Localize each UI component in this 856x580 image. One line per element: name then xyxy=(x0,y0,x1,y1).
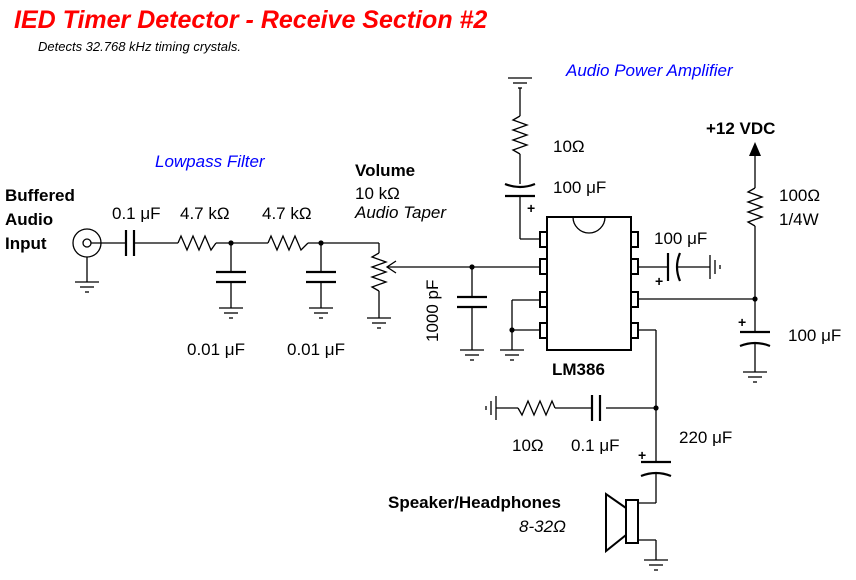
supply-label: +12 VDC xyxy=(706,119,775,138)
volume-potentiometer xyxy=(367,252,540,329)
filter-resistor-2-label: 4.7 kΩ xyxy=(262,204,312,223)
input-label-line3: Input xyxy=(5,234,47,253)
supply-resistor-label: 100Ω xyxy=(779,186,820,205)
filter-capacitor-2-label: 0.01 μF xyxy=(287,340,345,359)
output-capacitor-label: 220 μF xyxy=(679,428,732,447)
input-coupling-capacitor xyxy=(124,230,136,256)
volume-taper-label: Audio Taper xyxy=(354,203,447,222)
speaker-title-label: Speaker/Headphones xyxy=(388,493,561,512)
filter-resistor-2 xyxy=(267,234,309,252)
input-label-line2: Audio xyxy=(5,210,53,229)
filter-resistor-1-label: 4.7 kΩ xyxy=(180,204,230,223)
output-capacitor xyxy=(640,460,672,503)
pin7-bypass-capacitor xyxy=(638,252,721,282)
capacitor-1000pf-label: 1000 pF xyxy=(423,280,442,342)
volume-title-label: Volume xyxy=(355,161,415,180)
section-label-lowpass: Lowpass Filter xyxy=(155,152,266,171)
supply-network xyxy=(638,142,771,383)
filter-capacitor-1 xyxy=(216,243,246,319)
output-wiring xyxy=(485,329,659,462)
volume-value-label: 10 kΩ xyxy=(355,184,400,203)
ic-ground-wiring xyxy=(500,299,540,361)
supply-resistor-power-label: 1/4W xyxy=(779,210,819,229)
input-label-line1: Buffered xyxy=(5,186,75,205)
supply-capacitor-polarity: + xyxy=(738,314,746,330)
section-label-amplifier: Audio Power Amplifier xyxy=(565,61,734,80)
lm386-chip xyxy=(539,216,639,351)
filter-resistor-1 xyxy=(177,234,217,252)
bypass-capacitor-polarity: + xyxy=(655,273,663,289)
filter-capacitor-1-label: 0.01 μF xyxy=(187,340,245,359)
pin1-gain-network xyxy=(504,77,540,240)
speaker-symbol xyxy=(605,492,668,571)
speaker-value-label: 8-32Ω xyxy=(519,517,566,536)
bypass-capacitor-label: 100 μF xyxy=(654,229,707,248)
filter-capacitor-2 xyxy=(306,243,336,319)
supply-capacitor-label: 100 μF xyxy=(788,326,841,345)
top-capacitor-label: 100 μF xyxy=(553,178,606,197)
top-resistor-label: 10Ω xyxy=(553,137,585,156)
top-capacitor-polarity: + xyxy=(527,200,535,216)
ic-label: LM386 xyxy=(552,360,605,379)
zobel-resistor-label: 10Ω xyxy=(512,436,544,455)
zobel-capacitor-label: 0.1 μF xyxy=(571,436,620,455)
diagram-title: IED Timer Detector - Receive Section #2 xyxy=(14,6,487,34)
input-capacitor-label: 0.1 μF xyxy=(112,204,161,223)
output-capacitor-polarity: + xyxy=(638,447,646,463)
input-jack-symbol xyxy=(72,228,102,293)
capacitor-1000pf xyxy=(457,267,487,361)
input-wiring xyxy=(91,242,380,253)
diagram-subtitle: Detects 32.768 kHz timing crystals. xyxy=(38,39,241,54)
